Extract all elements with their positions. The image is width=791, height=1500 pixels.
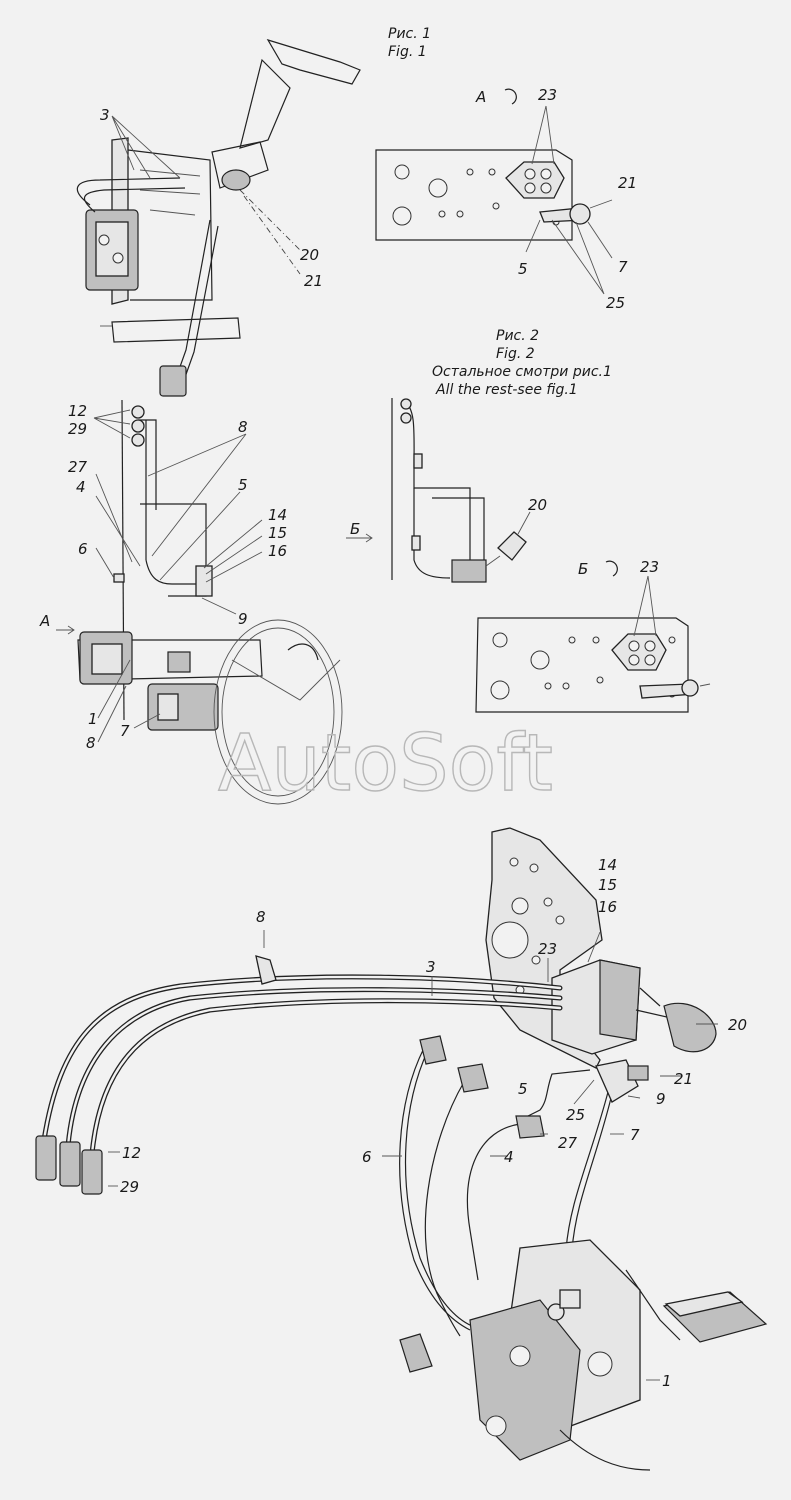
callout-16: 16 (268, 542, 287, 560)
view-b-plate (475, 560, 711, 713)
callout-21: 21 (304, 272, 323, 290)
callout-27: 27 (558, 1134, 578, 1152)
callout-12: 12 (68, 402, 87, 420)
callout-20: 20 (300, 246, 319, 264)
callout-6: 6 (78, 540, 88, 558)
callout-29: 29 (68, 420, 87, 438)
main-exploded-view (35, 827, 768, 1471)
watermark: AutoSoft (218, 719, 553, 809)
callout-25: 25 (606, 294, 625, 312)
callout-1: 1 (88, 710, 98, 728)
callout-21: 21 (674, 1070, 693, 1088)
fig2-caption-ru: Рис. 2 (496, 328, 539, 344)
callout-23: 23 (538, 940, 557, 958)
callout-16: 16 (598, 898, 617, 916)
callout-14: 14 (598, 856, 617, 874)
callout-6: 6 (362, 1148, 372, 1166)
callout-15: 15 (268, 524, 287, 542)
callout-23: 23 (538, 86, 557, 104)
callout-7: 7 (120, 722, 130, 740)
callout-4: 4 (504, 1148, 514, 1166)
fig1-upper-assembly (76, 38, 361, 397)
callout-3: 3 (426, 958, 436, 976)
callout-5: 5 (518, 260, 528, 278)
callout-20: 20 (528, 496, 547, 514)
callout-5: 5 (518, 1080, 528, 1098)
fig2-caption-en: Fig. 2 (496, 346, 535, 362)
fig1-caption-ru: Рис. 1 (388, 26, 431, 42)
callout-21: 21 (618, 174, 637, 192)
view-b-mark: Б (578, 560, 588, 578)
callout-23: 23 (640, 558, 659, 576)
view-a-mark: А (475, 88, 486, 106)
callout-8: 8 (238, 418, 248, 436)
callout-14: 14 (268, 506, 287, 524)
callout-5: 5 (238, 476, 248, 494)
callout-9: 9 (238, 610, 248, 628)
view-a-plate (375, 88, 613, 295)
callout-8: 8 (86, 734, 96, 752)
callout-29: 29 (120, 1178, 139, 1196)
callout-20: 20 (728, 1016, 747, 1034)
callout-8: 8 (256, 908, 266, 926)
fig1-caption-en: Fig. 1 (388, 44, 427, 60)
callout-15: 15 (598, 876, 617, 894)
callout-27: 27 (68, 458, 88, 476)
callout-3: 3 (100, 106, 110, 124)
callout-7: 7 (630, 1126, 640, 1144)
callout-9: 9 (656, 1090, 666, 1108)
callout-7: 7 (618, 258, 628, 276)
fig2-note-en: All the rest-see fig.1 (435, 382, 578, 398)
callout-25: 25 (566, 1106, 585, 1124)
view-a-arrow-label: А (39, 612, 50, 630)
view-b-arrow-label: Б (350, 520, 360, 538)
fig2-note-ru: Остальное смотри рис.1 (432, 364, 612, 380)
fig1-lower-assembly (56, 399, 343, 805)
callout-1: 1 (662, 1372, 672, 1390)
fig2-assembly (346, 398, 531, 583)
callout-4: 4 (76, 478, 86, 496)
callout-12: 12 (122, 1144, 141, 1162)
